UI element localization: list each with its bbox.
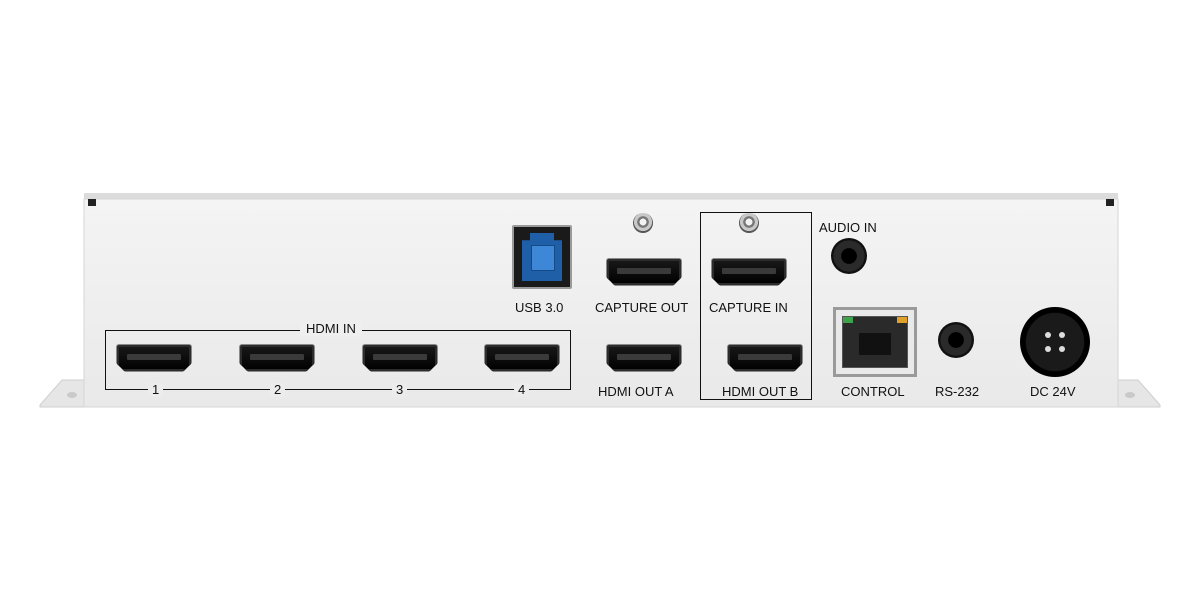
- hdmi-in-label: HDMI IN: [300, 322, 362, 336]
- audio-in-jack[interactable]: [831, 238, 867, 274]
- hdmi-in-port-2[interactable]: [239, 344, 315, 372]
- capture-in-port[interactable]: [711, 258, 787, 286]
- link-led-icon: [843, 317, 853, 323]
- usb-3-label: USB 3.0: [515, 300, 564, 315]
- hdmi-out-a-label: HDMI OUT A: [598, 384, 674, 399]
- din-pin-icon: [1059, 332, 1065, 338]
- hdmi-in-2-label: 2: [270, 383, 286, 397]
- capture-in-group-frame: [700, 212, 812, 400]
- audio-in-label: AUDIO IN: [819, 220, 877, 235]
- dc-24v-label: DC 24V: [1030, 384, 1076, 399]
- rs232-label: RS-232: [935, 384, 980, 399]
- usb-3-port[interactable]: [512, 225, 572, 289]
- hdmi-out-a-port[interactable]: [606, 344, 682, 372]
- capture-out-connector[interactable]: [633, 213, 653, 233]
- hdmi-in-port-1[interactable]: [116, 344, 192, 372]
- hdmi-in-port-3[interactable]: [362, 344, 438, 372]
- hdmi-in-baseline: [105, 389, 571, 390]
- din-pin-icon: [1059, 346, 1065, 352]
- din-pin-icon: [1045, 332, 1051, 338]
- activity-led-icon: [897, 317, 907, 323]
- capture-out-label: CAPTURE OUT: [595, 300, 689, 315]
- hdmi-in-port-4[interactable]: [484, 344, 560, 372]
- capture-in-connector[interactable]: [739, 213, 759, 233]
- din-pin-icon: [1045, 346, 1051, 352]
- ethernet-slot: [859, 333, 891, 355]
- hdmi-in-4-label: 4: [514, 383, 530, 397]
- control-label: CONTROL: [841, 384, 905, 399]
- capture-in-label: CAPTURE IN: [709, 300, 788, 315]
- control-ethernet-port[interactable]: [833, 307, 917, 377]
- rs232-jack[interactable]: [938, 322, 974, 358]
- dc-power-connector[interactable]: [1020, 307, 1090, 377]
- hdmi-out-b-label: HDMI OUT B: [722, 384, 799, 399]
- hdmi-out-b-port[interactable]: [727, 344, 803, 372]
- hdmi-in-3-label: 3: [392, 383, 408, 397]
- capture-out-port[interactable]: [606, 258, 682, 286]
- hdmi-in-1-label: 1: [148, 383, 164, 397]
- ethernet-socket: [842, 316, 908, 368]
